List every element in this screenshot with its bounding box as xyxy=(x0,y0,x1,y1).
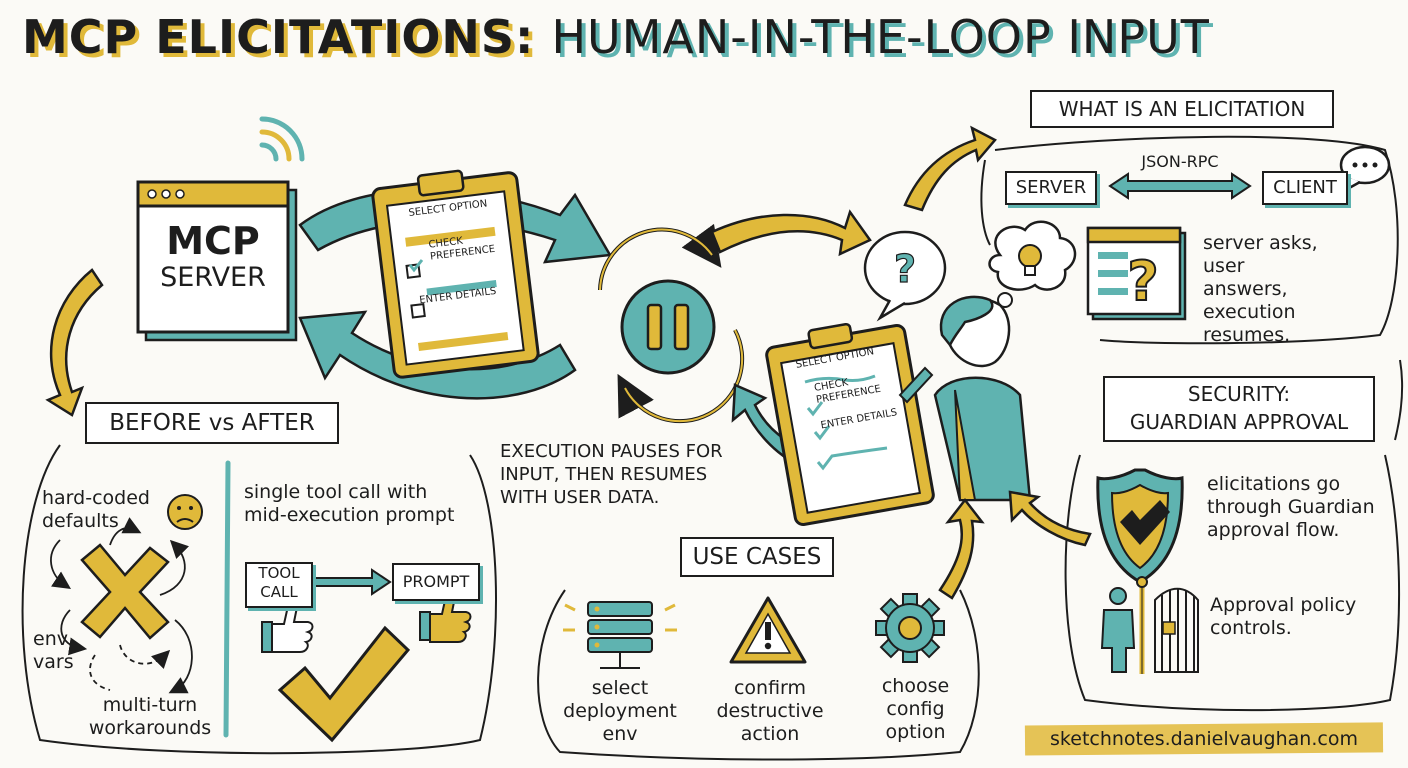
use-cases-banner: USE CASES xyxy=(680,537,834,577)
form-labels-top: SELECT OPTION CHECK PREFERENCE ENTER DET… xyxy=(408,194,531,307)
title-part1: MCP ELICITATIONS: xyxy=(22,10,535,64)
chat-bubble-icon xyxy=(1338,145,1391,196)
use-case-choose-config: choose config option xyxy=(881,675,950,743)
prompt-box: PROMPT xyxy=(392,563,480,601)
security-banner: SECURITY: GUARDIAN APPROVAL xyxy=(1103,376,1375,442)
arrow-to-what-is xyxy=(903,125,997,212)
user-form-check-preference: CHECK PREFERENCE xyxy=(813,377,882,406)
clipboard-form-top xyxy=(371,169,540,379)
before-item-multiturn: multi-turn workarounds xyxy=(88,694,212,739)
wifi-signal-icon xyxy=(259,116,305,162)
thumbs-up-icon-right xyxy=(419,593,472,643)
clipboard-form-user xyxy=(765,322,935,527)
use-case-select-env: select deployment env xyxy=(563,677,677,745)
gear-icon xyxy=(875,593,945,663)
sad-face-icon xyxy=(167,494,203,530)
guardian-gate-icon xyxy=(1100,576,1199,674)
footer-highlight xyxy=(1024,722,1384,756)
lightbulb-icon xyxy=(988,220,1077,291)
page-title: MCP ELICITATIONS: HUMAN-IN-THE-LOOP INPU… xyxy=(22,10,1392,70)
form-question-icon: ? xyxy=(1086,226,1187,321)
security-banner-line2: GUARDIAN APPROVAL xyxy=(1129,410,1349,434)
mcp-server-label: MCP SERVER xyxy=(138,220,288,294)
question-bubble-icon: ? xyxy=(863,230,1013,322)
svg-text:?: ? xyxy=(894,247,916,291)
security-boundary xyxy=(1064,454,1401,712)
json-rpc-arrow xyxy=(1108,172,1252,200)
big-check-icon xyxy=(277,625,411,743)
before-after-banner: BEFORE vs AFTER xyxy=(85,402,339,444)
flow-arrow-pause-to-server xyxy=(298,310,577,400)
tool-call-box: TOOL CALL xyxy=(245,562,313,608)
mcp-server-line2: SERVER xyxy=(160,262,266,293)
x-cross-icon xyxy=(50,517,193,694)
what-is-description: server asks, user answers, execution res… xyxy=(1203,232,1318,346)
before-after-boundary xyxy=(21,444,497,755)
what-is-banner: WHAT IS AN ELICITATION xyxy=(1030,90,1334,128)
shield-icon xyxy=(1096,468,1184,584)
arrow-to-before-after xyxy=(45,268,104,417)
use-case-confirm-destructive: confirm destructive action xyxy=(716,677,824,745)
use-cases-boundary xyxy=(537,589,980,761)
warning-icon xyxy=(729,596,807,664)
security-guardian-flow: elicitations go through Guardian approva… xyxy=(1207,473,1375,541)
footer-url[interactable]: sketchnotes.danielvaughan.com xyxy=(1050,728,1358,750)
pause-caption: EXECUTION PAUSES FOR INPUT, THEN RESUMES… xyxy=(500,441,723,508)
what-is-server-box: SERVER xyxy=(1005,171,1097,205)
after-description: single tool call with mid-execution prom… xyxy=(244,481,455,526)
mcp-server-window xyxy=(136,180,298,342)
form-check-preference: CHECK PREFERENCE xyxy=(428,235,496,263)
user-person-icon xyxy=(933,295,1032,502)
pause-icon xyxy=(598,223,745,424)
what-is-client-box: CLIENT xyxy=(1262,171,1348,205)
arrow-security-to-user xyxy=(1008,490,1092,547)
what-is-boundary xyxy=(994,135,1399,345)
mcp-server-line1: MCP xyxy=(166,219,260,263)
server-rack-icon xyxy=(563,601,677,669)
before-item-env-vars: env vars xyxy=(33,628,74,673)
before-item-hardcoded: hard-coded defaults xyxy=(42,487,150,532)
arrow-usecases-to-user xyxy=(938,497,985,600)
thumbs-up-icon-left xyxy=(261,603,314,653)
title-part2: HUMAN-IN-THE-LOOP INPUT xyxy=(551,10,1210,64)
tool-to-prompt-arrow xyxy=(314,568,392,596)
security-approval-policy: Approval policy controls. xyxy=(1210,594,1357,639)
before-after-divider xyxy=(223,460,231,738)
flow-arrow-to-user xyxy=(710,209,872,257)
svg-text:?: ? xyxy=(1127,250,1158,313)
security-banner-line1: SECURITY: xyxy=(1187,382,1291,406)
json-rpc-label: JSON-RPC xyxy=(1141,152,1219,171)
